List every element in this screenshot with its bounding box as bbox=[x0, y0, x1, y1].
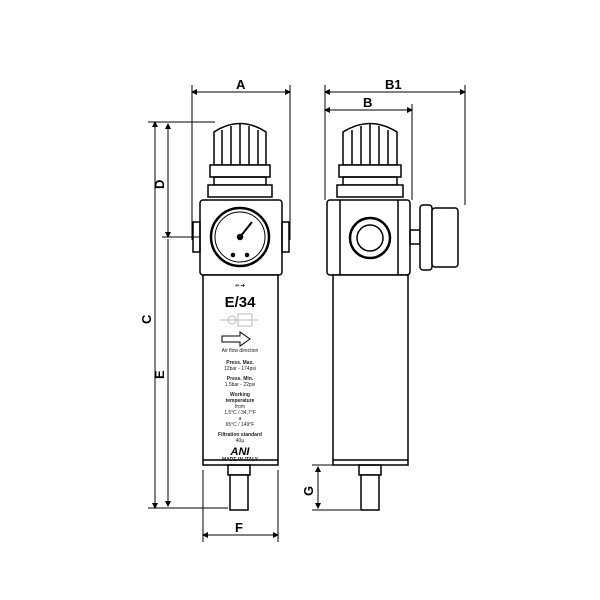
temp-2: temperature bbox=[226, 398, 255, 404]
dim-a: A bbox=[236, 77, 246, 92]
regulator-side-view bbox=[326, 122, 459, 511]
product-label: ⇦ ➜ E/34 Air flow direction Press. Max. … bbox=[218, 283, 262, 463]
temp-1: Working bbox=[230, 392, 250, 398]
flow-text: Air flow direction bbox=[222, 348, 259, 354]
made-in-italy: MADE IN ITALY bbox=[222, 457, 259, 463]
filtration-title: Filtration standard bbox=[218, 432, 262, 438]
temp-3: from bbox=[235, 404, 245, 410]
flow-arrows-icon: ⇦ ➜ bbox=[234, 283, 245, 289]
model-code: E/34 bbox=[225, 294, 257, 311]
temp-5: a bbox=[239, 416, 242, 422]
regulator-front-view bbox=[192, 122, 290, 511]
brand-logo: ANI bbox=[230, 446, 251, 458]
dim-d: D bbox=[152, 180, 167, 189]
symbol-icon bbox=[220, 313, 258, 327]
dim-f: F bbox=[235, 520, 243, 535]
dim-g: G bbox=[301, 486, 316, 496]
pmax-title: Press. Max. bbox=[226, 360, 254, 366]
filtration-value: 40µ bbox=[236, 438, 245, 444]
dim-b: B bbox=[363, 95, 372, 110]
dim-c: C bbox=[139, 314, 154, 324]
pmax: 12bar - 174psi bbox=[224, 366, 256, 372]
flow-arrow-icon bbox=[221, 331, 251, 347]
dim-e: E bbox=[152, 370, 167, 379]
temp-4: 1,5°C / 34,7°F bbox=[224, 410, 256, 416]
dimension-lines bbox=[148, 85, 466, 542]
dim-b1: B1 bbox=[385, 77, 402, 92]
pmin: 1.5bar - 22psi bbox=[225, 382, 256, 388]
temp-6: 65°C / 149°F bbox=[226, 422, 255, 428]
pmin-title: Press. Min. bbox=[227, 376, 254, 382]
